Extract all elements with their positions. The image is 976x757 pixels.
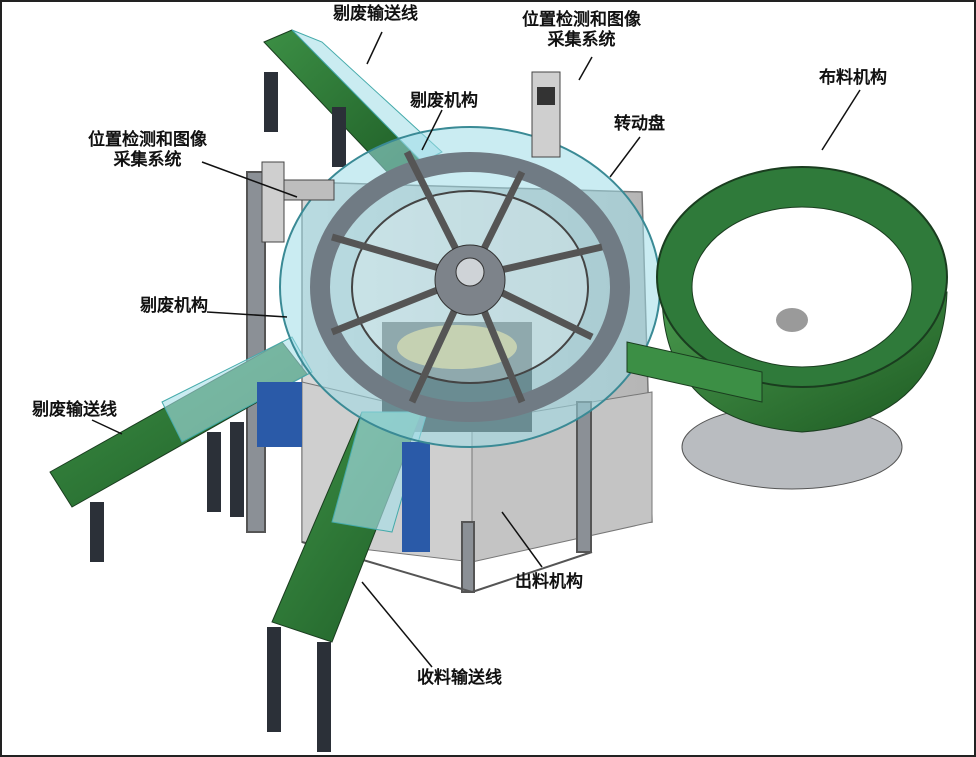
reject-conveyor-left — [49, 336, 313, 562]
label-camera-system-left: 位置检测和图像 采集系统 — [88, 130, 207, 170]
label-feeder: 布料机构 — [819, 68, 887, 88]
rotary-disc — [279, 126, 661, 448]
collect-conveyor — [267, 411, 430, 752]
label-reject-conveyor-left: 剔废输送线 — [32, 400, 117, 420]
camera-system-top — [531, 71, 561, 158]
label-collect-conveyor: 收料输送线 — [417, 668, 502, 688]
label-camera-top-line1: 位置检测和图像 — [522, 10, 641, 30]
reject-conveyor-top — [263, 29, 443, 178]
camera-system-left — [261, 161, 335, 243]
label-camera-top-line2: 采集系统 — [547, 30, 616, 50]
label-reject-conveyor-top: 剔废输送线 — [333, 4, 418, 24]
leader-lines — [91, 31, 861, 668]
label-reject-mechanism-left: 剔废机构 — [140, 296, 208, 316]
label-camera-system-top: 位置检测和图像 采集系统 — [522, 10, 641, 50]
label-rotary-disc: 转动盘 — [614, 114, 665, 134]
label-discharge-mechanism: 出料机构 — [515, 572, 583, 592]
label-camera-left-line2: 采集系统 — [113, 150, 182, 170]
label-reject-mechanism-top: 剔废机构 — [410, 91, 478, 111]
feeder-bowl — [626, 166, 948, 490]
label-camera-left-line1: 位置检测和图像 — [88, 130, 207, 150]
